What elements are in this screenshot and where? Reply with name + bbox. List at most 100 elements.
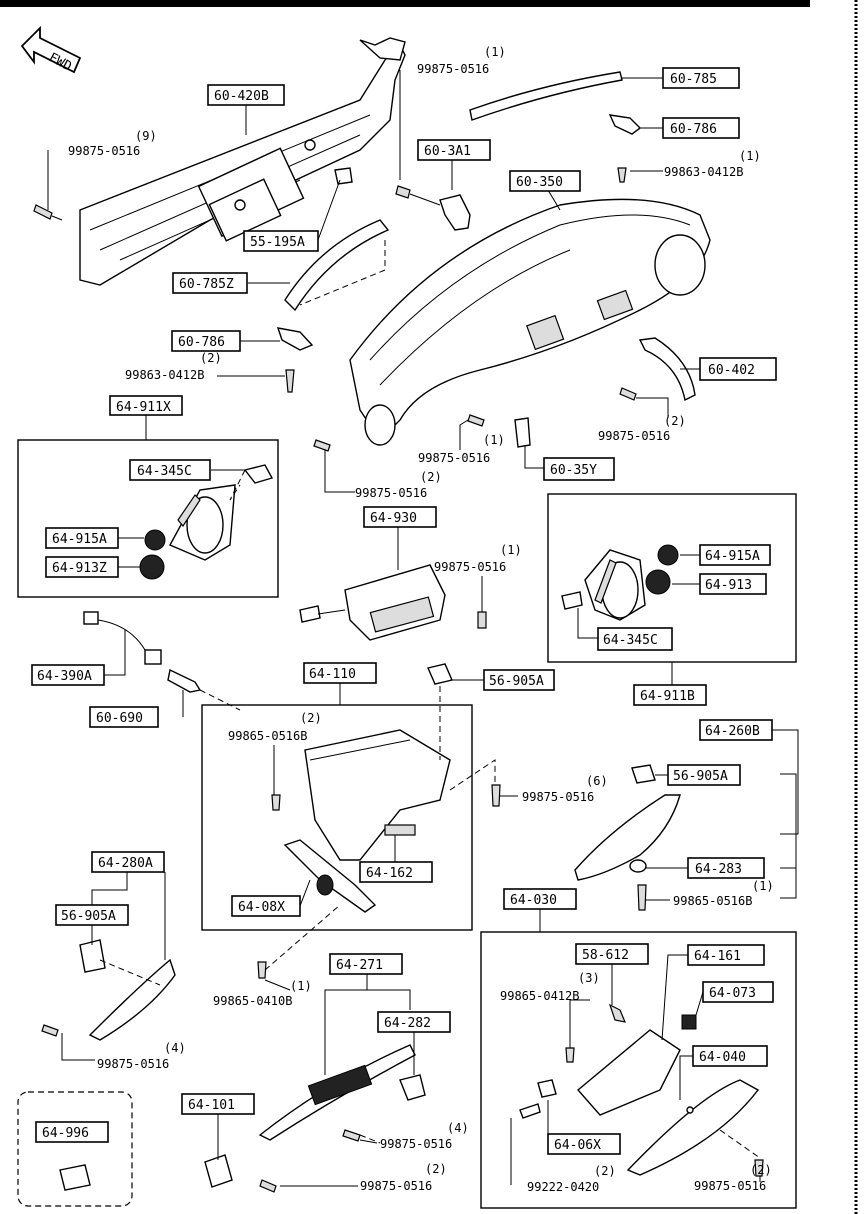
svg-text:(2): (2) — [594, 1164, 616, 1178]
part-label: 60-350 — [509, 170, 581, 192]
fastener-callout: (4) 99875-0516 — [97, 1041, 186, 1071]
fastener-callout: (1) 99875-0516 — [417, 45, 506, 76]
bracket-illustration — [638, 337, 696, 402]
bracket-illustration — [608, 114, 642, 135]
fwd-arrow-icon: FWD — [20, 25, 82, 75]
part-label: 55-195A — [243, 230, 319, 252]
part-label: 64-283 — [687, 857, 765, 879]
part-label: 64-08X — [231, 895, 301, 917]
svg-text:64-030: 64-030 — [510, 893, 557, 908]
part-label: 56-905A — [667, 764, 741, 786]
part-label: 64-06X — [547, 1133, 621, 1155]
center-vent-illustration — [299, 564, 446, 641]
svg-text:64-110: 64-110 — [309, 667, 356, 682]
svg-text:(2): (2) — [300, 711, 322, 725]
clip-illustration — [427, 663, 453, 685]
fastener-callout: (2) 99875-0516 — [360, 1162, 447, 1193]
svg-text:64-345C: 64-345C — [137, 464, 192, 479]
bolt-icon — [477, 611, 487, 629]
part-label: 64-161 — [687, 944, 765, 966]
svg-text:(1): (1) — [500, 543, 522, 557]
part-label: 60-786 — [171, 330, 241, 352]
svg-text:64-08X: 64-08X — [238, 900, 285, 915]
bolt-icon — [467, 414, 485, 427]
glovebox-frame — [480, 931, 797, 1209]
svg-text:99865-0410B: 99865-0410B — [213, 994, 292, 1008]
svg-text:64-280A: 64-280A — [98, 856, 153, 871]
svg-text:(4): (4) — [447, 1121, 469, 1135]
weatherstrip-illustration — [469, 71, 623, 121]
wiring-harness-illustration — [83, 611, 202, 693]
clip-illustration — [514, 417, 531, 448]
bolt-icon — [313, 439, 331, 452]
svg-text:99875-0516: 99875-0516 — [418, 451, 490, 465]
screw-icon — [285, 369, 295, 393]
svg-text:99865-0412B: 99865-0412B — [500, 989, 579, 1003]
svg-text:56-905A: 56-905A — [61, 909, 116, 924]
part-label: 58-612 — [575, 943, 649, 965]
svg-text:64-930: 64-930 — [370, 511, 417, 526]
part-label: 56-905A — [55, 904, 129, 926]
part-label: 60-35Y — [543, 457, 615, 481]
svg-text:64-915A: 64-915A — [52, 532, 107, 547]
svg-text:64-161: 64-161 — [694, 949, 741, 964]
retainer-illustration — [334, 167, 353, 185]
clip-illustration — [395, 185, 471, 231]
screw-icon — [491, 784, 501, 807]
fastener-callout: (2) 99865-0516B — [228, 711, 322, 743]
svg-text:(1): (1) — [483, 433, 505, 447]
svg-text:60-35Y: 60-35Y — [550, 463, 597, 478]
svg-text:99875-0516: 99875-0516 — [97, 1057, 169, 1071]
dash-frame-illustration — [79, 37, 406, 286]
part-label: 64-260B — [699, 719, 773, 741]
svg-text:99863-0412B: 99863-0412B — [664, 165, 743, 179]
svg-text:99875-0516: 99875-0516 — [355, 486, 427, 500]
svg-text:64-073: 64-073 — [709, 986, 756, 1001]
defroster-strip-illustration — [284, 219, 390, 312]
part-label: 64-271 — [329, 953, 403, 975]
svg-text:56-905A: 56-905A — [673, 769, 728, 784]
part-label: 64-915A — [45, 527, 119, 549]
part-label: 56-905A — [483, 669, 555, 691]
svg-text:(6): (6) — [586, 774, 608, 788]
svg-text:64-271: 64-271 — [336, 958, 383, 973]
part-label: 64-040 — [692, 1045, 768, 1067]
svg-text:99865-0516B: 99865-0516B — [228, 729, 307, 743]
part-label: 64-915A — [699, 544, 771, 566]
svg-text:99865-0516B: 99865-0516B — [673, 894, 752, 908]
fastener-callout: (2) 99875-0516 — [694, 1163, 772, 1193]
svg-text:60-3A1: 60-3A1 — [424, 144, 471, 159]
part-label: 60-785Z — [172, 272, 248, 294]
fastener-callout: (3) 99865-0412B — [500, 971, 600, 1003]
svg-text:64-911X: 64-911X — [116, 400, 171, 415]
svg-text:64-260B: 64-260B — [705, 724, 760, 739]
bracket-illustration — [276, 327, 314, 351]
part-label: 60-785 — [662, 67, 740, 89]
latch-bracket-illustration — [204, 1154, 277, 1193]
svg-text:64-913Z: 64-913Z — [52, 561, 107, 576]
clip-illustration — [59, 1164, 91, 1191]
bolt-icon — [619, 387, 637, 401]
svg-text:99875-0516: 99875-0516 — [68, 144, 140, 158]
part-label: 64-911X — [109, 395, 183, 416]
vent-assembly-left-frame — [17, 439, 279, 598]
fastener-callout: (1) 99875-0516 — [418, 433, 505, 465]
fastener-callout: (1) 99865-0516B — [673, 879, 774, 908]
svg-text:60-785: 60-785 — [670, 72, 717, 87]
lower-panel-illustration — [41, 939, 176, 1041]
part-label: 64-073 — [702, 981, 774, 1003]
svg-text:(4): (4) — [164, 1041, 186, 1055]
svg-text:60-690: 60-690 — [96, 711, 143, 726]
svg-text:58-612: 58-612 — [582, 948, 629, 963]
part-label: 64-930 — [363, 506, 437, 528]
svg-text:64-162: 64-162 — [366, 866, 413, 881]
svg-text:99875-0516: 99875-0516 — [598, 429, 670, 443]
leader-lines — [47, 70, 799, 1187]
glovebox-illustration — [519, 1003, 764, 1177]
instrument-panel-illustration — [349, 198, 711, 446]
svg-text:(1): (1) — [484, 45, 506, 59]
svg-text:64-390A: 64-390A — [37, 669, 92, 684]
fastener-callout: (6) 99875-0516 — [522, 774, 608, 804]
svg-text:55-195A: 55-195A — [250, 235, 305, 250]
svg-text:60-350: 60-350 — [516, 175, 563, 190]
